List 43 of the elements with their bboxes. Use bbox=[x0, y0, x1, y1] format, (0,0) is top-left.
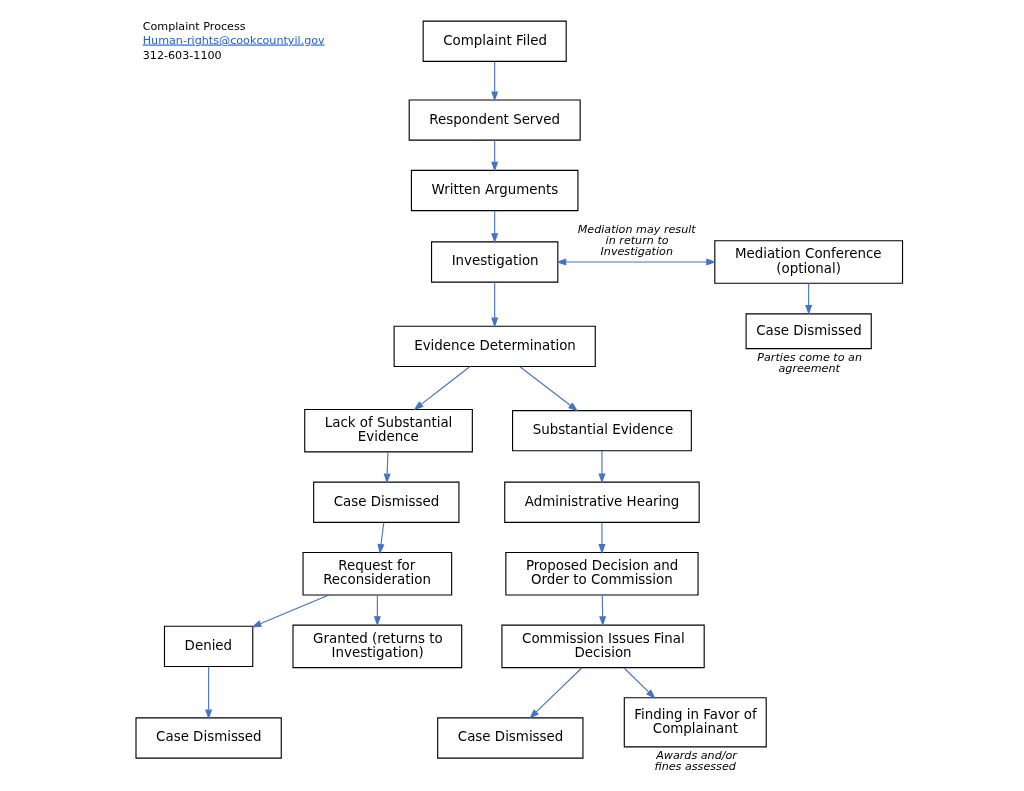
node-box: Request for Reconsideration bbox=[302, 551, 453, 596]
arrow bbox=[377, 522, 385, 555]
node-box: Evidence Determination bbox=[393, 325, 596, 367]
node-box: Case Dismissed bbox=[135, 717, 282, 759]
node-box: Complaint Filed bbox=[422, 20, 567, 62]
node-box: Denied bbox=[163, 625, 254, 668]
node-box: Respondent Served bbox=[408, 99, 581, 141]
arrow bbox=[598, 522, 606, 555]
arrow bbox=[598, 450, 606, 484]
arrow bbox=[529, 667, 583, 719]
arrow bbox=[519, 365, 579, 412]
arrow bbox=[205, 666, 213, 720]
node-box: Administrative Hearing bbox=[504, 481, 700, 523]
arrow bbox=[491, 61, 499, 102]
node-label: Parties come to an agreement bbox=[757, 350, 863, 376]
label: Human-rights@cookcountyil.gov bbox=[142, 33, 325, 47]
arrow bbox=[805, 282, 813, 316]
node-box: Finding in Favor of Complainant bbox=[623, 697, 767, 748]
node-box: Investigation bbox=[431, 241, 559, 283]
node-box: Granted (returns to Investigation) bbox=[292, 624, 463, 669]
node-label: Awards and/or fines assessed bbox=[654, 749, 737, 774]
arrow bbox=[491, 139, 499, 172]
arrow bbox=[556, 258, 717, 266]
node-box: Case Dismissed bbox=[437, 717, 584, 759]
node-box: Substantial Evidence bbox=[512, 410, 692, 452]
arrow bbox=[491, 281, 499, 328]
node-box: Written Arguments bbox=[410, 169, 579, 212]
arrow bbox=[251, 594, 330, 628]
arrow bbox=[623, 667, 656, 699]
node-box: Proposed Decision and Order to Commission bbox=[505, 551, 699, 596]
arrow bbox=[491, 210, 499, 244]
arrow bbox=[383, 451, 391, 484]
label: 312-603-1100 bbox=[142, 49, 222, 63]
node-box: Lack of Substantial Evidence bbox=[304, 408, 473, 453]
node-box: Commission Issues Final Decision bbox=[501, 624, 705, 669]
label: Complaint Process bbox=[142, 20, 246, 34]
node-box: Case Dismissed bbox=[313, 481, 460, 523]
arrow bbox=[373, 594, 381, 627]
node-box: Case Dismissed bbox=[745, 313, 872, 350]
arrow bbox=[599, 594, 607, 627]
node-box: Mediation Conference (optional) bbox=[714, 240, 904, 284]
arrow bbox=[413, 365, 471, 411]
edge-label: Mediation may result in return to Investigation bbox=[577, 222, 696, 259]
